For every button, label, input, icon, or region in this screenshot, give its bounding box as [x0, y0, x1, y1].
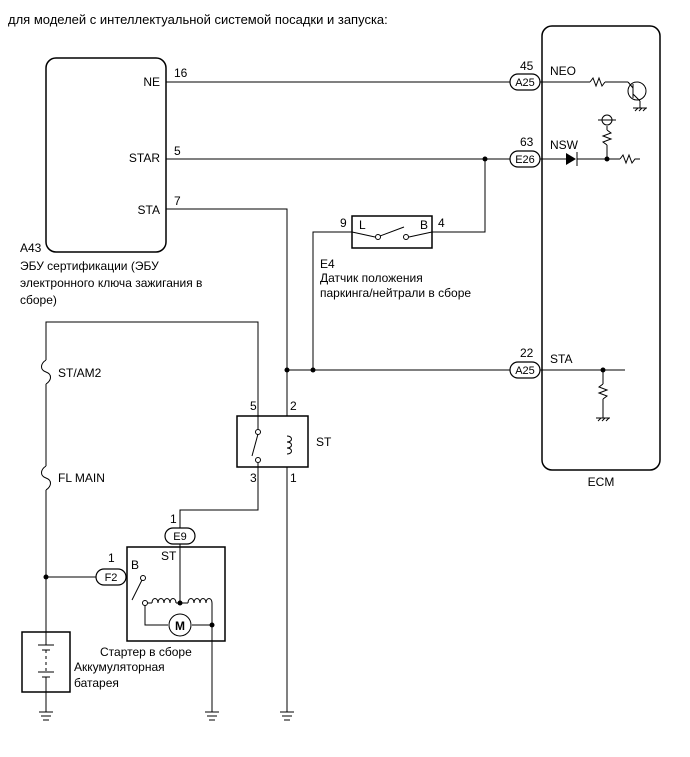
- neutral-switch-lead-right: [408, 231, 433, 238]
- st-relay-pin-1: 1: [290, 471, 297, 485]
- starter-label: Стартер в сборе: [100, 645, 192, 659]
- neutral-switch-desc-line-2: паркинга/нейтрали в сборе: [320, 286, 471, 300]
- st-relay-box: [236, 415, 309, 468]
- st-relay-coil-icon: [286, 435, 292, 455]
- ecm-ground-hatch-2a: [597, 417, 602, 422]
- starter-contact-2: [142, 600, 148, 606]
- st-relay-pin-3: 3: [250, 471, 257, 485]
- ecm-ground-hatch-2b: [601, 417, 606, 422]
- ecm-connector-e26-label: E26: [515, 154, 535, 166]
- starter-motor-icon: [168, 613, 192, 637]
- ecm-box: [541, 25, 661, 471]
- starter-connector-f2-pin: 1: [108, 551, 115, 565]
- ecm-connector-a25-sta-label: A25: [515, 365, 535, 377]
- neutral-switch-pin-4: 4: [438, 216, 445, 230]
- ecm-ground-hatch-1a: [634, 107, 639, 112]
- starter-term-st: ST: [161, 549, 177, 563]
- cert-pin-sta-number: 7: [174, 194, 181, 208]
- starter-connector-f2-label: F2: [105, 572, 118, 584]
- ecm-pin-63-number: 63: [520, 135, 534, 149]
- fuse-fl-main-icon: [41, 465, 51, 491]
- ecm-pin-neo-name: NEO: [550, 64, 576, 78]
- ecm-connector-a25-neo-label: A25: [515, 77, 535, 89]
- cert-pin-ne-name: NE: [143, 75, 160, 89]
- cert-pin-star-number: 5: [174, 144, 181, 158]
- ecm-diode-icon: [566, 153, 576, 165]
- starter-switch-blade: [131, 579, 143, 601]
- neutral-switch-code: E4: [320, 257, 335, 271]
- starter-contact-b: [140, 575, 146, 581]
- fuse-fl-main-label: FL MAIN: [58, 471, 105, 485]
- ecm-transistor-icon: [627, 81, 647, 101]
- battery-label-line-1: Аккумуляторная: [74, 660, 165, 674]
- st-relay-contact-2: [255, 457, 261, 463]
- wire-neutral-sw-right: [432, 159, 486, 233]
- neutral-switch-contact-2: [403, 234, 409, 240]
- ecm-label: ECM: [588, 475, 615, 489]
- starter-connector-e9-label: E9: [173, 531, 186, 543]
- starter-motor-label: M: [175, 619, 185, 633]
- ecm-pin-45-number: 45: [520, 59, 534, 73]
- st-relay-pin-5: 5: [250, 399, 257, 413]
- neutral-switch-blade: [379, 226, 405, 237]
- st-relay-label: ST: [316, 435, 332, 449]
- cert-pin-star-name: STAR: [129, 151, 160, 165]
- st-relay-contact-1: [255, 429, 261, 435]
- starter-connector-e9-pin: 1: [170, 512, 177, 526]
- diagram-header: для моделей с интеллектуальной системой …: [8, 12, 388, 27]
- battery-label-line-2: батарея: [74, 676, 119, 690]
- ecm-neo-resistor: [589, 76, 606, 88]
- st-relay-blade: [251, 433, 259, 457]
- ground-icon-relay: [280, 711, 294, 721]
- ecm-transistor-emitter: [632, 93, 641, 102]
- neutral-switch-term-b: B: [420, 218, 428, 232]
- cert-ecu-desc-line-2: электронного ключа зажигания в: [20, 276, 202, 290]
- cert-ecu-desc-line-1: ЭБУ сертификации (ЭБУ: [20, 259, 159, 273]
- fuse-st-am2-icon: [41, 359, 51, 385]
- ecm-ground-hatch-1b: [638, 107, 643, 112]
- ecm-pin-22-number: 22: [520, 346, 534, 360]
- ecm-ground-hatch-2c: [605, 417, 610, 422]
- ecm-nsw-input-resistor: [619, 153, 640, 165]
- starter-connector-f2: [95, 568, 127, 586]
- neutral-switch-desc-line-1: Датчик положения: [320, 271, 423, 285]
- st-relay-pin-2: 2: [290, 399, 297, 413]
- ecm-pullup-resistor: [601, 129, 613, 146]
- wire-relay-5-to-fuse: [45, 321, 259, 416]
- cert-ecu-code: A43: [20, 241, 42, 255]
- fuse-st-am2-label: ST/AM2: [58, 366, 102, 380]
- starter-term-b: B: [131, 558, 139, 572]
- ecm-pin-sta-name: STA: [550, 352, 572, 366]
- cert-pin-ne-number: 16: [174, 66, 188, 80]
- neutral-switch-pin-9: 9: [340, 216, 347, 230]
- neutral-switch-contact-1: [375, 234, 381, 240]
- certification-ecu-box: [45, 57, 167, 253]
- wire-relay-3-to-starter: [179, 467, 259, 528]
- starter-pull-in-coil: [151, 598, 177, 604]
- starter-motor-lead: [144, 605, 168, 626]
- cert-ecu-desc-line-3: сборе): [20, 293, 57, 307]
- ecm-transistor-collector: [627, 81, 634, 89]
- ecm-pin-nsw-name: NSW: [550, 138, 579, 152]
- cert-pin-sta-name: STA: [138, 203, 160, 217]
- starter-box: [126, 546, 226, 642]
- neutral-switch-lead-left: [351, 231, 376, 238]
- ground-icon-starter: [205, 711, 219, 721]
- neutral-switch-term-l: L: [359, 218, 366, 232]
- wire-neutral-sw-left: [312, 231, 352, 370]
- ecm-ground-hatch-1c: [642, 107, 647, 112]
- starter-hold-in-coil: [187, 598, 213, 604]
- ecm-sta-pulldown-resistor: [597, 383, 609, 400]
- ground-icon-battery: [39, 711, 53, 721]
- wire-sta-to-relay: [166, 208, 288, 416]
